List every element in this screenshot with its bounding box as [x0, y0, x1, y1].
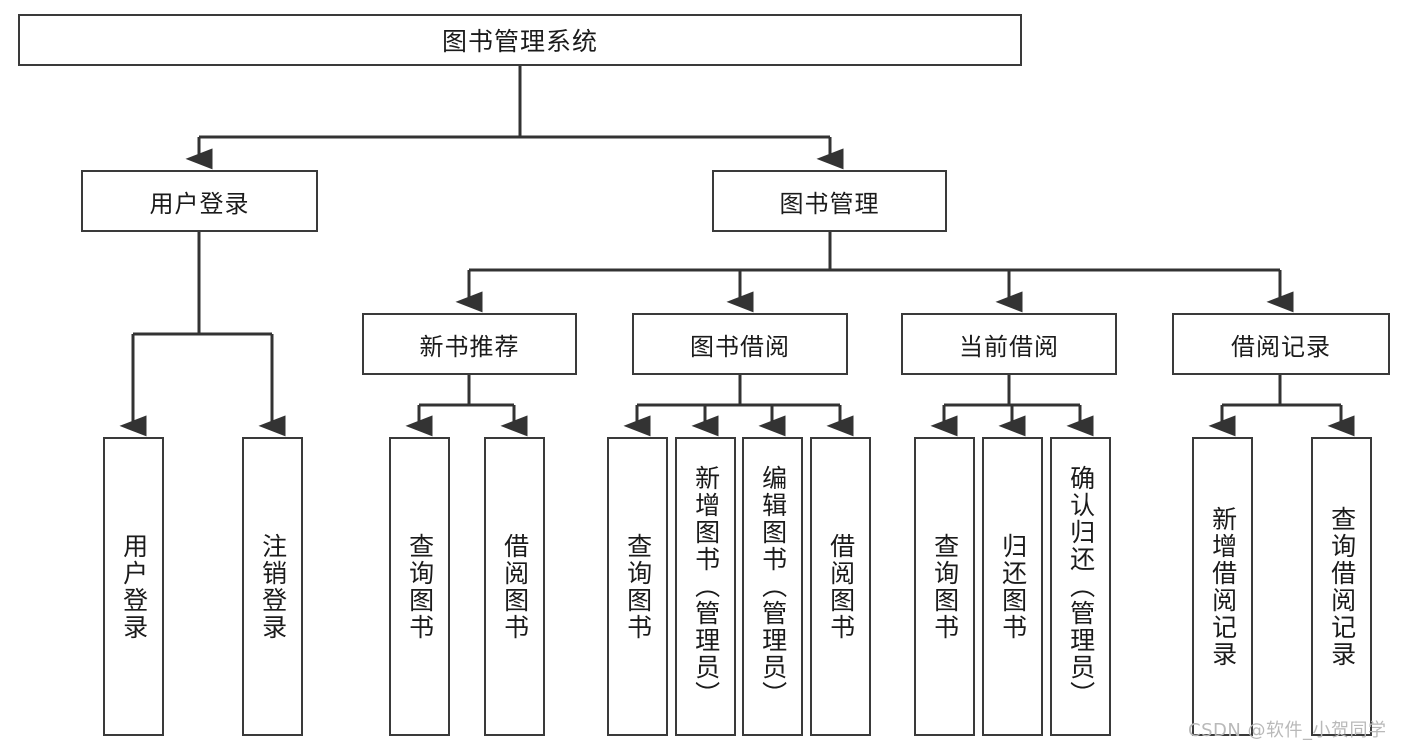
node-leaf-query-book-rec-label: 查询图书: [405, 532, 435, 641]
node-user-login-label: 用户登录: [149, 189, 250, 218]
node-leaf-edit-book-label: 编辑图书（管理员）: [758, 465, 788, 708]
node-leaf-query-book-current-label: 查询图书: [930, 532, 960, 641]
node-leaf-query-book-borrow-label: 查询图书: [623, 532, 653, 641]
node-leaf-user-login-label: 用户登录: [119, 532, 149, 641]
node-leaf-add-record-label: 新增借阅记录: [1208, 505, 1238, 668]
node-leaf-return-book-label: 归还图书: [998, 532, 1028, 641]
node-book-borrow[interactable]: 图书借阅: [632, 313, 848, 375]
node-new-book-recommend[interactable]: 新书推荐: [362, 313, 577, 375]
node-borrow-record-label: 借阅记录: [1231, 332, 1331, 361]
node-leaf-user-login[interactable]: 用户登录: [103, 437, 164, 736]
node-book-borrow-label: 图书借阅: [690, 332, 790, 361]
node-leaf-borrow-book[interactable]: 借阅图书: [810, 437, 871, 736]
node-borrow-record[interactable]: 借阅记录: [1172, 313, 1390, 375]
csdn-watermark: CSDN @软件_小贺同学: [1188, 720, 1387, 741]
node-leaf-query-record-label: 查询借阅记录: [1327, 505, 1357, 668]
node-leaf-borrow-book-rec[interactable]: 借阅图书: [484, 437, 545, 736]
node-leaf-borrow-book-label: 借阅图书: [826, 532, 856, 641]
node-leaf-borrow-book-rec-label: 借阅图书: [500, 532, 530, 641]
node-current-borrow-label: 当前借阅: [959, 332, 1059, 361]
node-leaf-query-book-rec[interactable]: 查询图书: [389, 437, 450, 736]
node-leaf-user-logout[interactable]: 注销登录: [242, 437, 303, 736]
node-book-management[interactable]: 图书管理: [712, 170, 947, 232]
node-leaf-add-book-label: 新增图书（管理员）: [691, 465, 721, 708]
node-leaf-add-book[interactable]: 新增图书（管理员）: [675, 437, 736, 736]
node-leaf-confirm-return-label: 确认归还（管理员）: [1066, 465, 1096, 708]
node-root-label: 图书管理系统: [441, 27, 598, 56]
node-leaf-edit-book[interactable]: 编辑图书（管理员）: [742, 437, 803, 736]
node-leaf-confirm-return[interactable]: 确认归还（管理员）: [1050, 437, 1111, 736]
node-leaf-return-book[interactable]: 归还图书: [982, 437, 1043, 736]
node-leaf-query-book-current[interactable]: 查询图书: [914, 437, 975, 736]
node-new-book-recommend-label: 新书推荐: [419, 332, 520, 361]
node-leaf-query-record[interactable]: 查询借阅记录: [1311, 437, 1372, 736]
node-leaf-query-book-borrow[interactable]: 查询图书: [607, 437, 668, 736]
node-root[interactable]: 图书管理系统: [18, 14, 1022, 66]
node-book-management-label: 图书管理: [779, 189, 880, 218]
node-leaf-add-record[interactable]: 新增借阅记录: [1192, 437, 1253, 736]
node-current-borrow[interactable]: 当前借阅: [901, 313, 1117, 375]
node-leaf-user-logout-label: 注销登录: [258, 532, 288, 641]
node-user-login[interactable]: 用户登录: [81, 170, 318, 232]
